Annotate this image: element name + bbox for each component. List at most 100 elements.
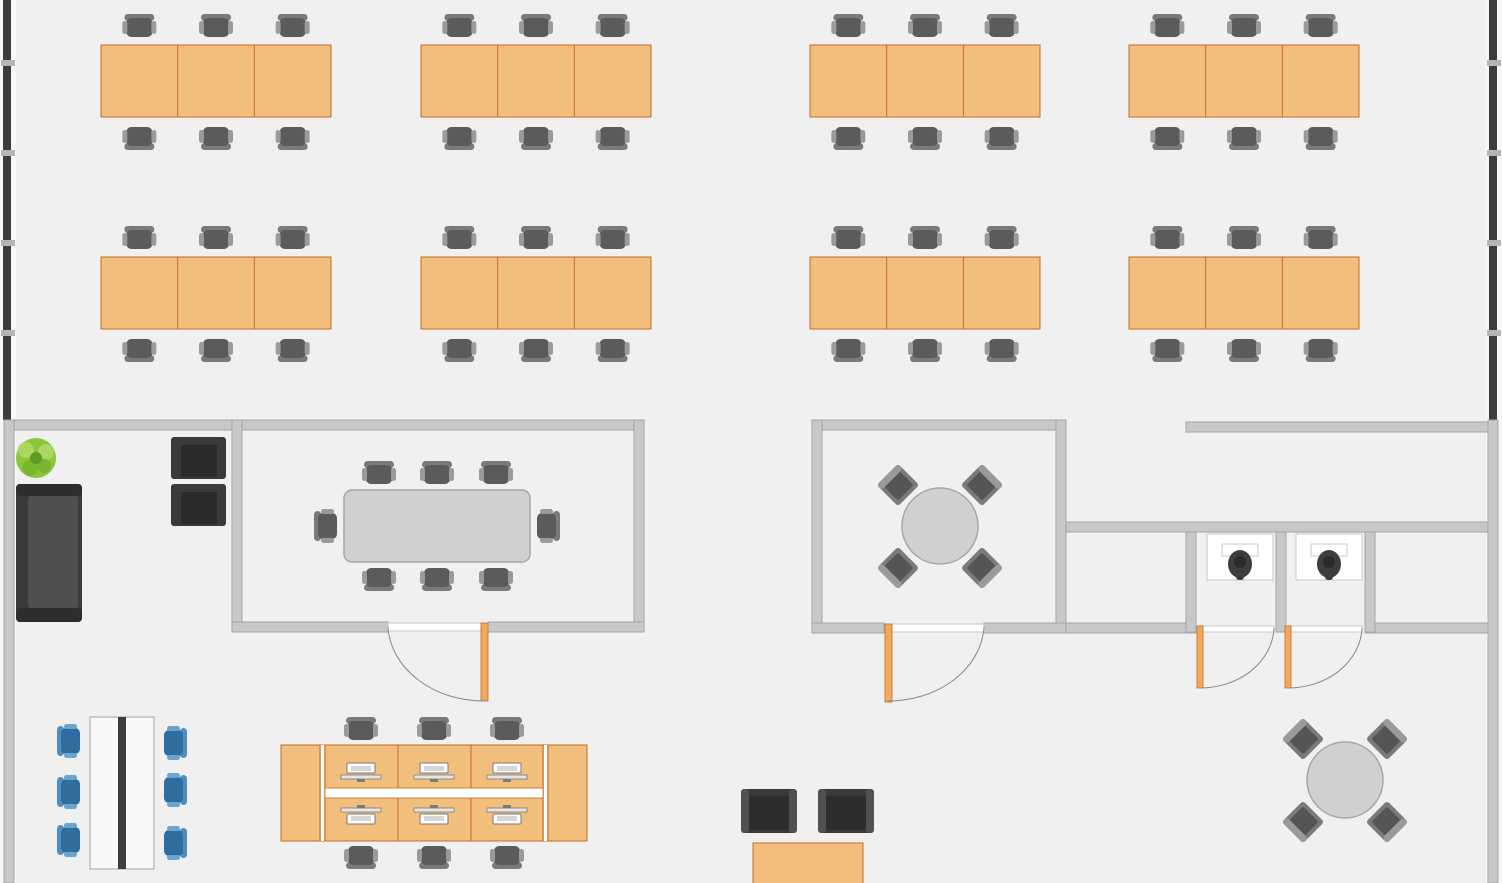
office-chair-icon [442, 14, 477, 37]
desk-cluster [1128, 14, 1360, 150]
office-chair-icon [1227, 339, 1261, 362]
office-chair-icon [490, 717, 524, 740]
office-chair-icon [1150, 127, 1185, 150]
office-chair-icon [1150, 226, 1185, 249]
office-chair-icon [275, 226, 310, 249]
office-chair-icon [519, 14, 553, 37]
computer-monitor-icon [413, 804, 455, 825]
office-chair-icon [164, 726, 187, 760]
meeting-room [231, 419, 645, 702]
computer-monitor-icon [340, 804, 382, 825]
left-exterior-wall [0, 0, 16, 883]
door-swing-icon [1284, 625, 1363, 689]
restrooms [1065, 421, 1489, 689]
desk [809, 256, 1041, 330]
office-chair-icon [199, 339, 233, 362]
desk-cluster [809, 14, 1041, 150]
desk [809, 44, 1041, 118]
office-chair-icon [417, 717, 451, 740]
door-swing-icon [884, 623, 985, 703]
office-chair-icon [984, 14, 1019, 37]
office-chair-icon [595, 339, 630, 362]
office-chair-icon [442, 226, 477, 249]
reception-area [16, 437, 226, 622]
armchair-icon [171, 437, 226, 526]
desk-cluster [100, 226, 332, 362]
computer-monitor-icon [486, 762, 528, 783]
office-chair-icon [1150, 339, 1185, 362]
office-chair-icon [908, 127, 942, 150]
office-chair-icon [519, 339, 553, 362]
office-chair-icon [417, 846, 451, 869]
computer-monitor-icon [413, 762, 455, 783]
office-chair-icon [519, 127, 553, 150]
desk [1128, 44, 1360, 118]
office-chair-icon [122, 127, 157, 150]
office-chair-icon [199, 226, 233, 249]
desk-cluster [420, 226, 652, 362]
coffee-table [752, 842, 864, 883]
round-table [901, 487, 979, 565]
office-chair-icon [199, 127, 233, 150]
toilet-icon [1206, 533, 1274, 581]
office-chair-icon [275, 14, 310, 37]
office-chair-icon [344, 846, 378, 869]
office-chair-icon [831, 127, 866, 150]
office-chair-icon [490, 846, 524, 869]
door-swing-icon [387, 622, 489, 702]
bench-workstation [57, 716, 187, 870]
plant-icon [16, 438, 56, 478]
office-chair-icon [122, 14, 157, 37]
office-chair-icon [57, 775, 80, 809]
office-chair-icon [479, 568, 513, 591]
office-chair-icon [57, 823, 80, 857]
conference-table [343, 489, 531, 563]
office-chair-icon [1227, 127, 1261, 150]
office-chair-icon [831, 14, 866, 37]
office-chair-icon [164, 773, 187, 807]
desk [100, 44, 332, 118]
computer-monitor-icon [486, 804, 528, 825]
office-chair-icon [1303, 14, 1338, 37]
office-chair-icon [442, 339, 477, 362]
office-chair-icon [984, 339, 1019, 362]
desk [420, 256, 652, 330]
computer-workstation [280, 717, 588, 869]
office-chair-icon [595, 14, 630, 37]
office-chair-icon [1303, 226, 1338, 249]
right-exterior-wall [1486, 0, 1502, 883]
office-chair-icon [164, 826, 187, 860]
office-chair-icon [1227, 226, 1261, 249]
office-chair-icon [1303, 127, 1338, 150]
office-chair-icon [362, 568, 396, 591]
office-chair-icon [908, 226, 942, 249]
office-chair-icon [199, 14, 233, 37]
armchair-icon [741, 789, 797, 833]
office-chair-icon [1150, 14, 1185, 37]
office-chair-icon [831, 226, 866, 249]
office-chair-icon [362, 461, 396, 484]
small-meeting-room [811, 419, 1067, 703]
round-table-set [1281, 717, 1409, 844]
desk-cluster [1128, 226, 1360, 362]
desk-cluster [100, 14, 332, 150]
open-office-desks [100, 14, 1360, 362]
wall [13, 419, 237, 431]
office-chair-icon [984, 127, 1019, 150]
office-chair-icon [442, 127, 477, 150]
office-chair-icon [908, 14, 942, 37]
office-chair-icon [537, 509, 560, 543]
office-chair-icon [57, 724, 80, 758]
desk [100, 256, 332, 330]
office-chair-icon [1227, 14, 1261, 37]
office-chair-icon [595, 226, 630, 249]
office-chair-icon [122, 339, 157, 362]
office-chair-icon [595, 127, 630, 150]
computer-monitor-icon [340, 762, 382, 783]
office-chair-icon [519, 226, 553, 249]
office-chair-icon [275, 127, 310, 150]
office-chair-icon [908, 339, 942, 362]
desk-cluster [420, 14, 652, 150]
office-chair-icon [420, 568, 454, 591]
